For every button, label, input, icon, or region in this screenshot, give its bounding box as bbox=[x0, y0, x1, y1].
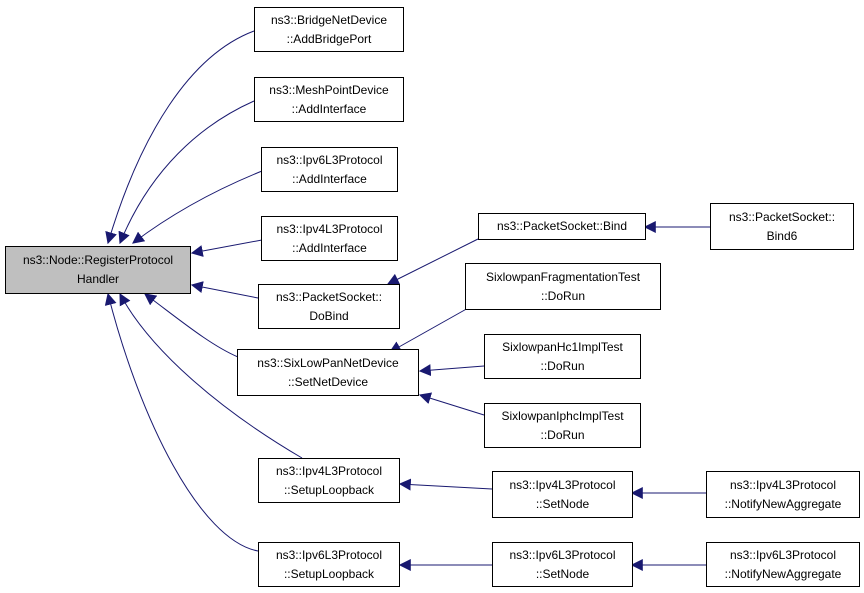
node-line-1: SixlowpanHc1ImplTest bbox=[502, 339, 623, 354]
node-ipv6l3-notify-new-aggregate[interactable]: ns3::Ipv6L3Protocol ::NotifyNewAggregate bbox=[706, 542, 860, 587]
node-register-protocol-handler: ns3::Node::RegisterProtocol Handler bbox=[5, 246, 191, 294]
node-line-2: ::NotifyNewAggregate bbox=[724, 566, 842, 581]
edge-bridge-to-root bbox=[105, 30, 255, 245]
edge-ipv6add-to-root bbox=[132, 170, 263, 244]
node-line-1: ns3::PacketSocket::Bind bbox=[496, 219, 628, 233]
node-line-1: ns3::Node::RegisterProtocol bbox=[22, 253, 174, 267]
node-line-2: ::DoRun bbox=[540, 358, 585, 373]
node-line-1: ns3::Ipv6L3Protocol bbox=[276, 152, 383, 167]
edge-frag-to-sixlowpan bbox=[388, 306, 471, 353]
edge-hc1-to-sixlowpan bbox=[418, 364, 485, 377]
edge-ipv4setnode-to-ipv4loop bbox=[398, 478, 493, 491]
node-line-2: ::SetNode bbox=[535, 496, 590, 511]
node-line-1: SixlowpanFragmentationTest bbox=[485, 269, 641, 284]
node-sixlowpan-iphc-impl-test[interactable]: SixlowpanIphcImplTest ::DoRun bbox=[484, 403, 641, 448]
node-sixlowpan-fragmentation-test[interactable]: SixlowpanFragmentationTest ::DoRun bbox=[465, 263, 661, 310]
node-ipv4l3-add-interface[interactable]: ns3::Ipv4L3Protocol ::AddInterface bbox=[261, 216, 398, 261]
node-line-1: ns3::Ipv4L3Protocol bbox=[276, 221, 383, 236]
node-packetsocket-dobind[interactable]: ns3::PacketSocket:: DoBind bbox=[258, 284, 400, 329]
node-line-2: ::AddInterface bbox=[292, 171, 367, 186]
node-line-1: ns3::PacketSocket:: bbox=[728, 209, 836, 224]
node-line-2: ::SetupLoopback bbox=[283, 566, 375, 581]
node-packetsocket-bind[interactable]: ns3::PacketSocket::Bind bbox=[478, 213, 646, 240]
node-line-1: ns3::Ipv4L3Protocol bbox=[729, 477, 837, 492]
node-line-1: ns3::Ipv6L3Protocol bbox=[509, 547, 616, 562]
node-ipv6l3-add-interface[interactable]: ns3::Ipv6L3Protocol ::AddInterface bbox=[261, 147, 398, 192]
edge-dobind-to-root bbox=[190, 281, 259, 299]
node-line-2: ::SetNetDevice bbox=[287, 374, 369, 389]
edge-ipv6loop-to-root bbox=[104, 292, 259, 552]
node-line-2: ::DoRun bbox=[540, 288, 586, 303]
node-packetsocket-bind6[interactable]: ns3::PacketSocket:: Bind6 bbox=[710, 203, 854, 250]
node-line-2: ::DoRun bbox=[540, 427, 585, 442]
edge-ipv4loop-to-root bbox=[119, 292, 303, 459]
node-line-2: ::SetNode bbox=[535, 566, 590, 581]
node-ipv4l3-setup-loopback[interactable]: ns3::Ipv4L3Protocol ::SetupLoopback bbox=[258, 458, 400, 503]
edge-ipv4add-to-root bbox=[190, 239, 263, 257]
node-line-1: ns3::Ipv4L3Protocol bbox=[275, 463, 383, 478]
node-line-1: ns3::Ipv6L3Protocol bbox=[275, 547, 383, 562]
edge-iphc-to-sixlowpan bbox=[418, 392, 485, 416]
node-line-1: SixlowpanIphcImplTest bbox=[501, 408, 624, 423]
node-ipv4l3-notify-new-aggregate[interactable]: ns3::Ipv4L3Protocol ::NotifyNewAggregate bbox=[706, 471, 860, 518]
node-line-1: ns3::MeshPointDevice bbox=[269, 82, 389, 97]
node-line-1: ns3::SixLowPanNetDevice bbox=[257, 355, 399, 370]
node-line-2: Bind6 bbox=[766, 228, 798, 243]
node-line-1: ns3::PacketSocket:: bbox=[275, 289, 383, 304]
node-line-2: ::AddBridgePort bbox=[286, 31, 372, 46]
node-line-2: ::AddInterface bbox=[291, 101, 367, 116]
edge-meshpoint-to-root bbox=[118, 100, 255, 245]
node-line-2: ::AddInterface bbox=[292, 240, 367, 255]
node-bridge-add-bridge-port[interactable]: ns3::BridgeNetDevice ::AddBridgePort bbox=[254, 7, 404, 52]
node-line-2: Handler bbox=[76, 272, 120, 286]
node-ipv6l3-set-node[interactable]: ns3::Ipv6L3Protocol ::SetNode bbox=[492, 542, 633, 587]
edge-bind-to-dobind bbox=[386, 238, 479, 285]
node-line-2: DoBind bbox=[309, 308, 349, 323]
node-line-1: ns3::Ipv4L3Protocol bbox=[509, 477, 616, 492]
node-line-2: ::SetupLoopback bbox=[283, 482, 375, 497]
node-line-2: ::NotifyNewAggregate bbox=[724, 496, 842, 511]
node-sixlowpan-set-net-device[interactable]: ns3::SixLowPanNetDevice ::SetNetDevice bbox=[237, 349, 419, 396]
node-ipv4l3-set-node[interactable]: ns3::Ipv4L3Protocol ::SetNode bbox=[492, 471, 633, 518]
node-sixlowpan-hc1-impl-test[interactable]: SixlowpanHc1ImplTest ::DoRun bbox=[484, 334, 641, 379]
node-meshpoint-add-interface[interactable]: ns3::MeshPointDevice ::AddInterface bbox=[254, 77, 404, 122]
node-ipv6l3-setup-loopback[interactable]: ns3::Ipv6L3Protocol ::SetupLoopback bbox=[258, 542, 400, 587]
node-line-1: ns3::BridgeNetDevice bbox=[270, 12, 388, 27]
node-line-1: ns3::Ipv6L3Protocol bbox=[729, 547, 837, 562]
edge-sixlowpan-to-root bbox=[144, 293, 239, 358]
